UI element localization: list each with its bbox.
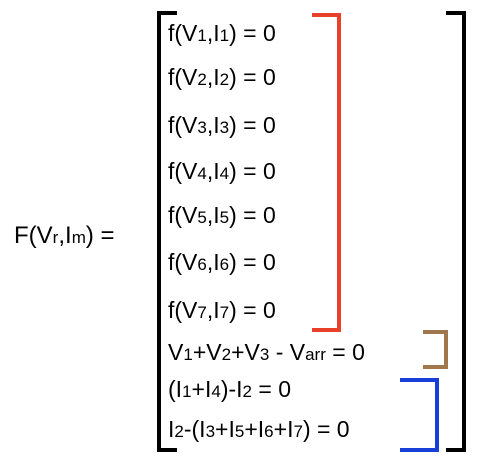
device-equation-2: f(V2,I2) = 0 bbox=[168, 64, 276, 90]
kvl-equation: V1+V2+V3 - Varr = 0 bbox=[168, 339, 365, 365]
device-equation-3: f(V3,I3) = 0 bbox=[168, 112, 276, 138]
device-equation-4: f(V4,I4) = 0 bbox=[168, 158, 276, 184]
kcl-bracket bbox=[400, 378, 439, 452]
kvl-bracket bbox=[423, 330, 448, 369]
kcl-equation-2: I2-(I3+I5+I6+I7) = 0 bbox=[168, 416, 350, 442]
device-equation-5: f(V5,I5) = 0 bbox=[168, 202, 276, 228]
lhs-label: F(Vr,Im) = bbox=[14, 222, 115, 249]
device-equations-bracket bbox=[312, 13, 341, 332]
kcl-equation-1: (I1+I4)-I2 = 0 bbox=[168, 376, 292, 402]
outer-right-bracket bbox=[446, 11, 466, 452]
device-equation-6: f(V6,I6) = 0 bbox=[168, 249, 276, 275]
device-equation-7: f(V7,I7) = 0 bbox=[168, 297, 276, 323]
device-equation-1: f(V1,I1) = 0 bbox=[168, 20, 276, 46]
outer-left-bracket bbox=[157, 11, 177, 452]
